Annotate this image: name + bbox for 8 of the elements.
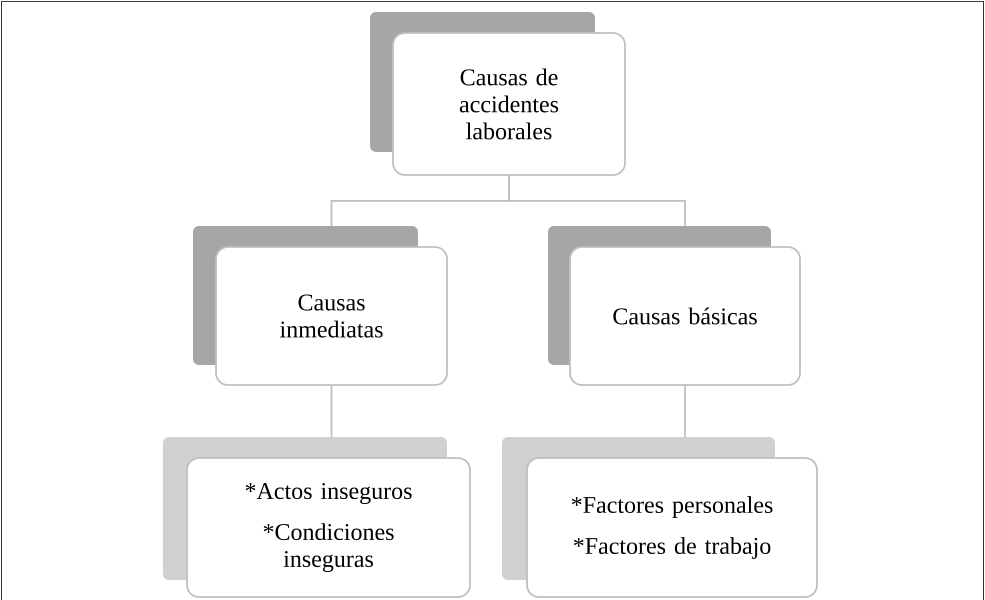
shadowed-box: Causas de accidentes laborales	[370, 12, 626, 176]
shadowed-box: Causas inmediatas	[193, 226, 448, 386]
connector-line	[508, 176, 686, 226]
shadowed-box: *Factores personales *Factores de trabajo	[502, 437, 818, 598]
shadowed-box: *Actos inseguros *Condiciones inseguras	[163, 437, 471, 598]
shadowed-box: Causas básicas	[548, 226, 801, 386]
connector-line	[330, 386, 332, 437]
connector-line	[684, 386, 686, 437]
